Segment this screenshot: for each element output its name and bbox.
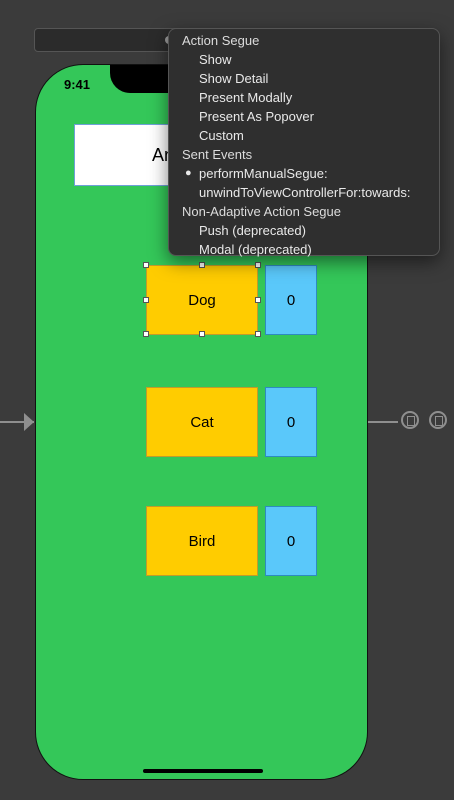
segue-icon[interactable] (401, 411, 419, 429)
menu-item-present-as-popover[interactable]: Present As Popover (199, 109, 314, 124)
menu-item-show[interactable]: Show (199, 52, 232, 67)
bird-count-label: 0 (286, 532, 296, 550)
dog-count-button[interactable]: 0 (265, 265, 317, 335)
menu-header-sent-events: Sent Events (182, 147, 253, 162)
menu-header-action-segue: Action Segue (182, 33, 260, 48)
resize-handle-bottom[interactable] (199, 331, 205, 337)
resize-handle-top-right[interactable] (255, 262, 261, 268)
menu-header-non-adaptive-action-segue: Non-Adaptive Action Segue (182, 204, 341, 219)
menu-item-custom[interactable]: Custom (199, 128, 244, 143)
cat-button[interactable]: Cat (146, 387, 258, 457)
cat-count-label: 0 (286, 413, 296, 431)
home-indicator (143, 769, 263, 773)
menu-item-push-deprecated[interactable]: Push (deprecated) (199, 223, 306, 238)
segue-context-menu: Action Segue Show Show Detail Present Mo… (168, 28, 440, 257)
entry-point-arrow-line (0, 421, 34, 423)
resize-handle-left[interactable] (143, 297, 149, 303)
segue-connection-line (368, 421, 398, 423)
menu-item-modal-deprecated[interactable]: Modal (deprecated) (199, 242, 312, 257)
dog-button-label: Dog (188, 291, 216, 309)
bird-button-label: Bird (188, 532, 216, 550)
entry-point-arrow-icon[interactable] (24, 413, 34, 431)
dog-button[interactable]: Dog (146, 265, 258, 335)
storyboard-scene-title-bar[interactable] (34, 28, 184, 52)
resize-handle-bottom-right[interactable] (255, 331, 261, 337)
status-bar-time: 9:41 (64, 77, 91, 92)
cat-count-button[interactable]: 0 (265, 387, 317, 457)
dog-count-label: 0 (286, 291, 296, 309)
bird-count-button[interactable]: 0 (265, 506, 317, 576)
segue-icon-secondary[interactable] (429, 411, 447, 429)
menu-item-unwind-to-view-controller[interactable]: unwindToViewControllerFor:towards: (199, 185, 411, 200)
menu-item-present-modally[interactable]: Present Modally (199, 90, 293, 105)
resize-handle-top-left[interactable] (143, 262, 149, 268)
bird-button[interactable]: Bird (146, 506, 258, 576)
resize-handle-top[interactable] (199, 262, 205, 268)
menu-item-perform-manual-segue[interactable]: ● performManualSegue: (185, 166, 328, 181)
cat-button-label: Cat (190, 413, 214, 431)
resize-handle-bottom-left[interactable] (143, 331, 149, 337)
menu-item-show-detail[interactable]: Show Detail (199, 71, 269, 86)
resize-handle-right[interactable] (255, 297, 261, 303)
selected-bullet-icon: ● (185, 167, 192, 179)
